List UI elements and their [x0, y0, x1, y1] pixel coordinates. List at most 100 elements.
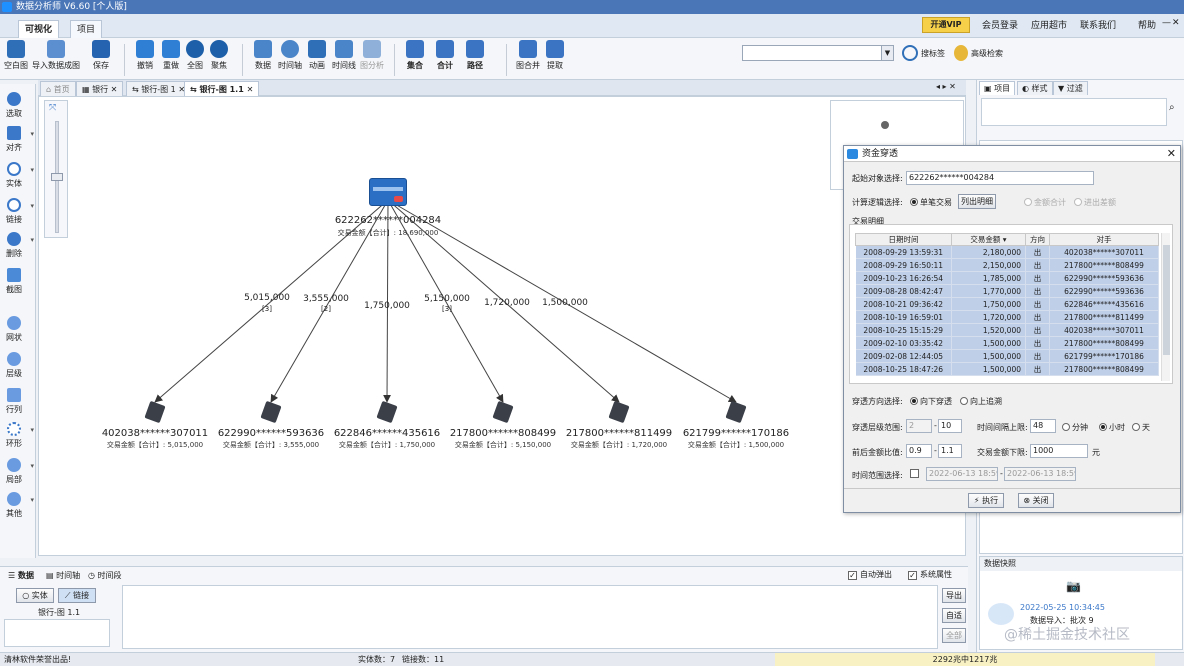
entity-toggle-button[interactable]: ○ 实体: [16, 588, 54, 603]
tab-scroll-arrows[interactable]: ◂ ▸ ✕: [936, 82, 956, 91]
right-tab-style[interactable]: ◐ 样式: [1017, 81, 1053, 95]
bottom-list-box[interactable]: [4, 619, 110, 647]
grid-layout-tool[interactable]: 行列: [0, 388, 28, 415]
graph-edge-line[interactable]: [383, 199, 392, 403]
align-tool[interactable]: 对齐▾: [0, 126, 34, 153]
member-login-link[interactable]: 会员登录: [982, 21, 1019, 31]
set-button[interactable]: 集合: [406, 40, 424, 71]
camera-icon[interactable]: 📷: [1066, 579, 1081, 593]
redo-button[interactable]: 重做: [162, 40, 180, 71]
start-object-input[interactable]: 622262******004284: [906, 171, 1094, 185]
data-button[interactable]: 数据: [254, 40, 272, 71]
zoom-slider[interactable]: ⤧: [44, 100, 68, 238]
col-datetime[interactable]: 日期时间: [855, 233, 952, 246]
graph-edge-line[interactable]: [387, 199, 620, 403]
sum-button[interactable]: 合计: [436, 40, 454, 71]
minimize-icon[interactable]: —: [1162, 18, 1171, 28]
graph-edge-line[interactable]: [154, 199, 389, 403]
bottom-tab-timeline[interactable]: ▤ 时间轴: [46, 571, 81, 580]
unit-minute-radio[interactable]: 分钟: [1062, 422, 1088, 433]
help-link[interactable]: 帮助: [1138, 21, 1157, 31]
graph-canvas[interactable]: [38, 96, 966, 556]
path-button[interactable]: 路径: [466, 40, 484, 71]
app-market-link[interactable]: 应用超市: [1031, 21, 1068, 31]
delete-tool[interactable]: 删除▾: [0, 232, 34, 259]
search-tag-button[interactable]: 搜标签: [902, 45, 945, 61]
system-props-checkbox[interactable]: ✓系统属性: [908, 570, 952, 580]
unit-day-radio[interactable]: 天: [1132, 422, 1150, 433]
data-grid-area[interactable]: [122, 585, 938, 649]
contact-link[interactable]: 联系我们: [1080, 21, 1117, 31]
col-counterparty[interactable]: 对手: [1049, 233, 1159, 246]
bottom-tab-data[interactable]: ☰ 数据: [8, 571, 34, 580]
chevron-down-icon[interactable]: ▼: [881, 46, 893, 60]
logic-total-radio[interactable]: 金额合计: [1024, 197, 1066, 208]
link-toggle-button[interactable]: ⟋ 链接: [58, 588, 96, 603]
other-layout-tool[interactable]: 其他▾: [0, 492, 34, 519]
entity-tool[interactable]: 实体▾: [0, 162, 34, 189]
fit-all-button[interactable]: 全图: [186, 40, 204, 71]
screenshot-tool[interactable]: 截图: [0, 268, 28, 295]
level-from-input[interactable]: 2: [906, 419, 932, 433]
graph-edge-line[interactable]: [387, 199, 504, 403]
auto-popup-checkbox[interactable]: ✓自动弹出: [848, 570, 892, 580]
ratio-to-input[interactable]: 1.1: [938, 444, 962, 458]
dialog-close-icon[interactable]: ✕: [1166, 147, 1176, 160]
graph-analysis-button[interactable]: 图分析: [360, 40, 384, 71]
unit-hour-radio[interactable]: 小时: [1099, 422, 1125, 433]
timeline-button[interactable]: 时间线: [332, 40, 356, 71]
vip-button[interactable]: 开通VIP: [922, 17, 970, 33]
direction-up-radio[interactable]: 向上追溯: [960, 396, 1002, 407]
time-range-checkbox[interactable]: [910, 469, 919, 478]
time-to-input[interactable]: 2022-06-13 18:59: [1004, 467, 1076, 481]
min-amount-input[interactable]: 1000: [1030, 444, 1088, 458]
interval-input[interactable]: 48: [1030, 419, 1056, 433]
doc-tab-bank[interactable]: ▦ 银行 ✕: [76, 81, 124, 96]
export-button[interactable]: 导出: [942, 588, 966, 603]
ring-layout-tool[interactable]: 环形▾: [0, 422, 34, 449]
time-from-input[interactable]: 2022-06-13 18:59: [926, 467, 998, 481]
mesh-layout-tool[interactable]: 网状: [0, 316, 28, 343]
ratio-from-input[interactable]: 0.9: [906, 444, 932, 458]
bottom-tab-period[interactable]: ◷ 时间段: [88, 571, 122, 580]
right-tab-project[interactable]: ▣ 项目: [979, 81, 1016, 95]
advanced-search-button[interactable]: 高级检索: [954, 45, 1003, 61]
animation-button[interactable]: 动画: [308, 40, 326, 71]
save-button[interactable]: 保存: [92, 40, 110, 71]
graph-edge-line[interactable]: [270, 199, 389, 403]
adapt-button[interactable]: 自适: [942, 608, 966, 623]
all-button[interactable]: 全部: [942, 628, 966, 643]
merge-graph-button[interactable]: 图合并: [516, 40, 540, 71]
logic-diff-radio[interactable]: 进出差额: [1074, 197, 1116, 208]
fit-icon[interactable]: ⤧: [49, 103, 57, 113]
focus-button[interactable]: 聚焦: [210, 40, 228, 71]
search-input[interactable]: ▼: [742, 45, 894, 61]
select-tool[interactable]: 选取: [0, 92, 28, 119]
right-tab-filter[interactable]: ▼ 过滤: [1053, 81, 1088, 95]
doc-tab-bank-graph-1-1[interactable]: ⇆ 银行-图 1.1 ✕: [184, 81, 260, 96]
root-bank-card-icon[interactable]: [369, 178, 407, 206]
undo-button[interactable]: 撤销: [136, 40, 154, 71]
list-details-button[interactable]: 列出明细: [958, 194, 996, 209]
blank-graph-button[interactable]: 空白图: [4, 40, 28, 71]
menu-tab-project[interactable]: 项目: [70, 20, 103, 38]
execute-button[interactable]: ⚡ 执行: [968, 493, 1004, 508]
doc-tab-home[interactable]: ⌂ 首页: [40, 81, 76, 96]
logic-single-radio[interactable]: 单笔交易: [910, 197, 952, 208]
col-direction[interactable]: 方向: [1025, 233, 1050, 246]
zoom-thumb[interactable]: [51, 173, 63, 181]
right-search-box[interactable]: [981, 98, 1167, 126]
close-window-icon[interactable]: ✕: [1172, 18, 1180, 28]
table-scrollbar[interactable]: [1161, 233, 1170, 381]
bottom-list-item[interactable]: 银行-图 1.1: [38, 608, 81, 617]
